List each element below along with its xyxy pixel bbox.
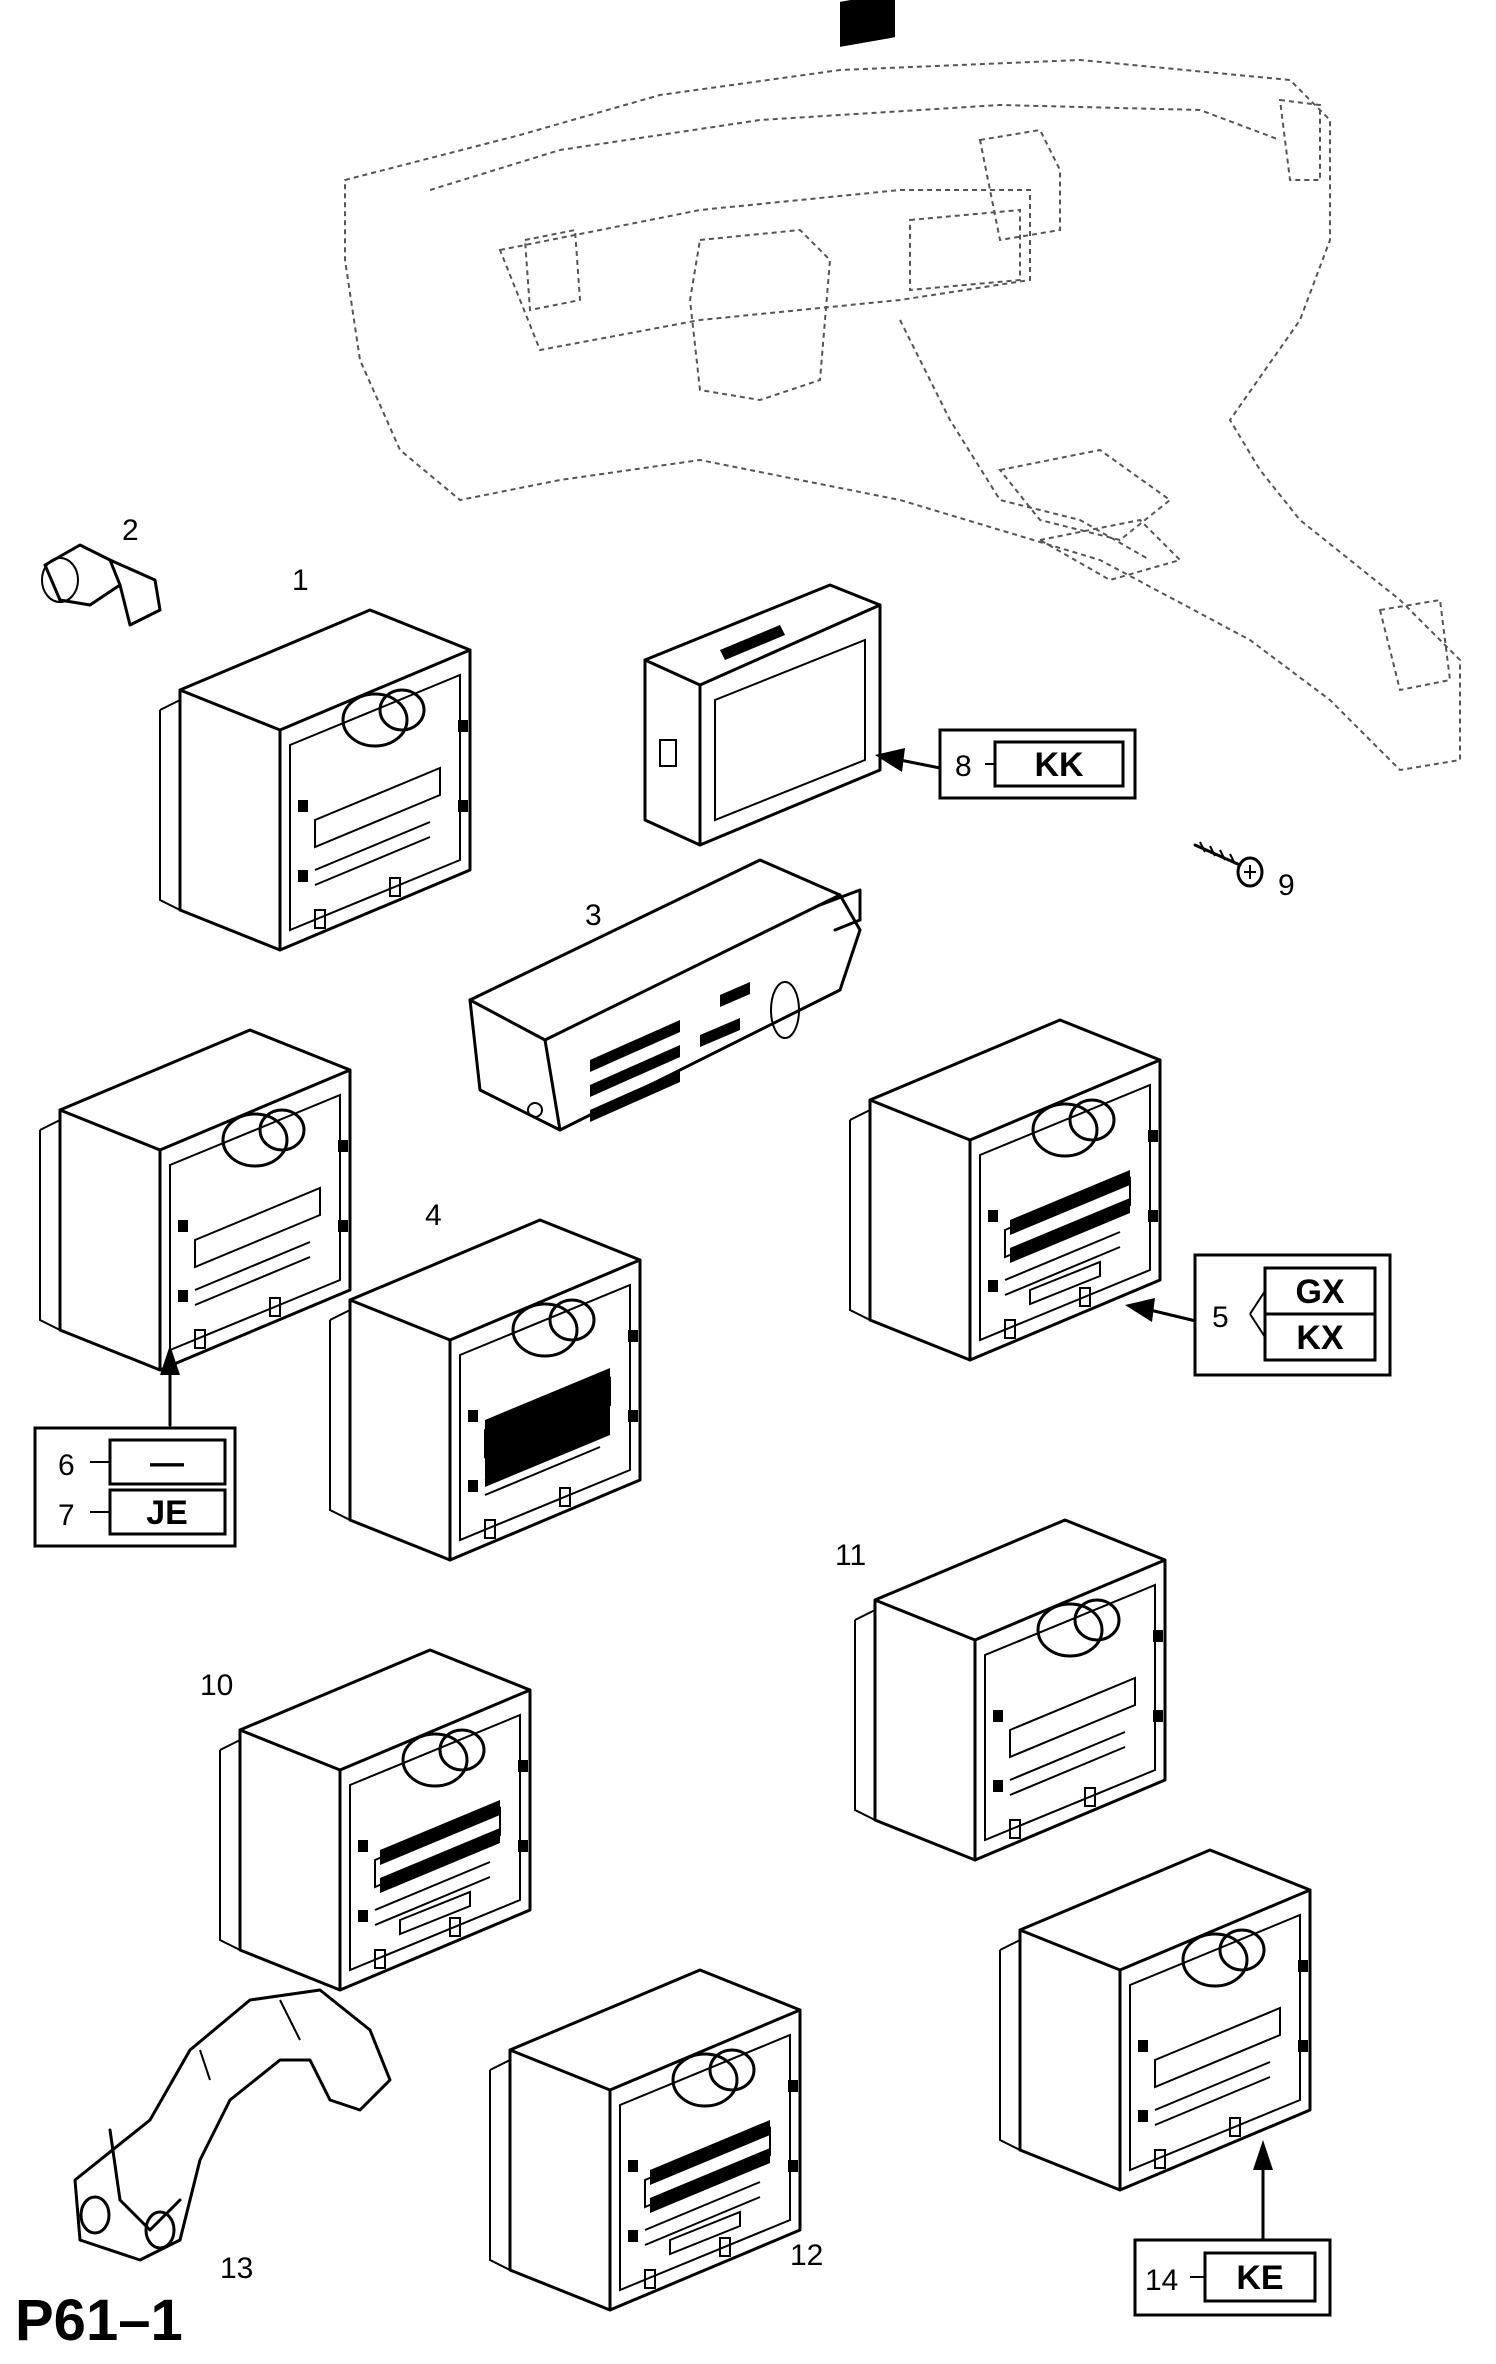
- callout-2: 2: [122, 514, 139, 547]
- callout-14: 14: [1145, 2264, 1178, 2297]
- code-item-14: KE: [1236, 2259, 1283, 2297]
- bulb-part-2: [41, 543, 162, 627]
- code-box-item-5: GX KX: [1193, 1253, 1392, 1377]
- callout-9: 9: [1278, 869, 1295, 902]
- control-unit-11: [853, 1518, 1167, 1862]
- callout-13: 13: [220, 2252, 253, 2285]
- callout-4: 4: [425, 1199, 442, 1232]
- callout-3: 3: [585, 899, 602, 932]
- callout-6: 6: [58, 1449, 75, 1482]
- arrow-items-6-7: [160, 1345, 180, 1427]
- control-unit-1: [158, 608, 472, 952]
- callout-11: 11: [835, 1539, 866, 1572]
- dashboard-outline: [344, 0, 1461, 772]
- code-box-item-14: KE: [1133, 2238, 1332, 2317]
- code-item-8: KK: [1034, 746, 1084, 784]
- control-unit-10: [218, 1648, 532, 1992]
- control-panel-3: [468, 858, 862, 1132]
- page-id: P61–1: [15, 2288, 183, 2353]
- dash-display-block: [840, 0, 895, 47]
- callout-12: 12: [790, 2239, 823, 2272]
- callout-8: 8: [955, 750, 972, 783]
- control-unit-12: [488, 1968, 802, 2312]
- display-unit-8: [643, 583, 882, 847]
- arrow-item-14: [1253, 2140, 1273, 2242]
- callout-10: 10: [200, 1669, 233, 1702]
- control-unit-14: [998, 1848, 1312, 2192]
- control-unit-4: [328, 1218, 642, 1562]
- code-box-items-6-7: — JE: [33, 1426, 237, 1548]
- arrow-item-5: [1125, 1298, 1202, 1324]
- bracket-part-13: [73, 1988, 392, 2262]
- callout-7: 7: [58, 1499, 75, 1532]
- callout-1: 1: [292, 564, 309, 597]
- callout-5: 5: [1212, 1301, 1229, 1334]
- code-item-5-top: GX: [1295, 1273, 1344, 1311]
- code-item-7: JE: [146, 1494, 188, 1532]
- code-box-item-8: KK: [938, 728, 1137, 800]
- code-item-5-bottom: KX: [1296, 1319, 1344, 1357]
- code-item-6: —: [150, 1444, 184, 1482]
- screw-part-9: [1193, 841, 1264, 888]
- control-unit-6-7: [38, 1028, 352, 1372]
- control-unit-5: [848, 1018, 1162, 1362]
